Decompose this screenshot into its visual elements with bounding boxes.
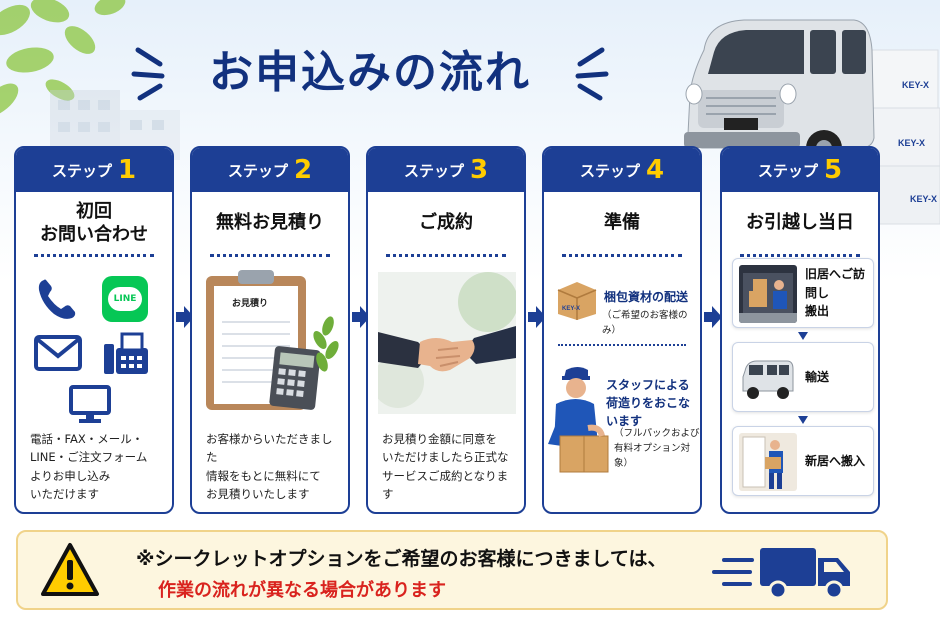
step-number: 1 [117, 155, 137, 185]
step-title: 無料お見積り [216, 212, 324, 234]
step-label: ステップ [757, 161, 818, 180]
cardboard-box-icon: KEY-X [557, 282, 597, 320]
dotted-divider [34, 254, 154, 257]
svg-text:KEY-X: KEY-X [898, 138, 925, 148]
step-card-2: ステップ 2 無料お見積り お見積り お客様からいただきました 情報をもとに無料… [190, 146, 350, 514]
dotted-divider [386, 254, 506, 257]
phone-icon [38, 279, 76, 319]
step-label: ステップ [51, 161, 112, 180]
burst-lines-icon [575, 47, 609, 101]
svg-text:KEY-X: KEY-X [910, 194, 937, 204]
step-header: ステップ 1 [16, 148, 172, 192]
warning-icon [41, 543, 99, 596]
svg-text:KEY-X: KEY-X [562, 306, 580, 312]
step-description: お見積り金額に同意を いただけましたら正式な サービスご成約となります [382, 432, 509, 502]
substep-card-transport: 輸送 [732, 342, 874, 412]
loading-truck-image [739, 265, 797, 323]
step-label: ステップ [579, 161, 640, 180]
step-title: お引越し当日 [746, 212, 854, 234]
burst-lines-icon [131, 47, 165, 101]
van-image [739, 349, 797, 407]
step-card-4: ステップ 4 準備 KEY-X 梱包資材の配送 （ご希望のお客様のみ） スタッフ… [542, 146, 702, 514]
staff-packing-note: （フルパックおよび 有料オプション対象） [614, 428, 700, 470]
clipboard-calculator-image: お見積り [206, 270, 339, 410]
step-card-1: ステップ 1 初回 お問い合わせ LINE 電話・FAX・メール・ LINE・ご… [14, 146, 174, 514]
step-number: 5 [823, 155, 843, 185]
step-header: ステップ 3 [368, 148, 524, 192]
staff-packing-label: スタッフによる 荷造りをおこないます [606, 378, 691, 428]
substep-label: 新居へ搬入 [805, 453, 866, 468]
dotted-divider [210, 254, 330, 257]
step-header: ステップ 5 [722, 148, 878, 192]
arrow-down-icon [798, 416, 808, 424]
svg-text:お見積り: お見積り [232, 297, 268, 309]
step-card-5: ステップ 5 お引越し当日 旧居へご訪問し 搬出 輸送 [720, 146, 880, 514]
mail-icon [34, 335, 82, 371]
delivery-van-image: KEY-X KEY-X KEY-X [684, 19, 940, 225]
title-area: お申込みの流れ [130, 28, 610, 108]
carrying-box-image [739, 433, 797, 491]
leaves-decoration [0, 0, 126, 117]
arrow-right-icon [528, 306, 546, 328]
page-title: お申込みの流れ [209, 47, 531, 98]
step-title: 初回 お問い合わせ [40, 200, 148, 245]
step-header: ステップ 4 [544, 148, 700, 192]
step-title: 準備 [604, 212, 640, 234]
substep-label: 輸送 [805, 369, 830, 384]
dotted-divider [562, 254, 682, 257]
dotted-divider [740, 254, 860, 257]
arrow-down-icon [798, 332, 808, 340]
dotted-divider [558, 344, 686, 346]
arrow-right-icon [176, 306, 194, 328]
arrow-right-icon [704, 306, 722, 328]
step-description: 電話・FAX・メール・ LINE・ご注文フォーム よりお申し込み いただけます [30, 432, 148, 502]
fast-truck-icon [712, 548, 850, 600]
substep-card-delivery: 新居へ搬入 [732, 426, 874, 496]
line-icon: LINE [102, 276, 148, 322]
step-number: 4 [645, 155, 665, 185]
arrow-right-icon [352, 306, 370, 328]
notice-line-2: 作業の流れが異なる場合があります [158, 580, 446, 601]
monitor-icon [69, 385, 111, 423]
handshake-image [378, 272, 516, 414]
step-label: ステップ [403, 161, 464, 180]
staff-packing-image [548, 367, 609, 473]
packing-delivery-label: 梱包資材の配送 [604, 290, 689, 304]
step-header: ステップ 2 [192, 148, 348, 192]
fax-icon [104, 332, 148, 374]
svg-text:KEY-X: KEY-X [902, 80, 929, 90]
step-number: 3 [469, 155, 489, 185]
step-label: ステップ [227, 161, 288, 180]
step-title: ご成約 [419, 212, 473, 234]
notice-line-1: ※シークレットオプションをご希望のお客様につきましては、 [136, 548, 667, 570]
step-number: 2 [293, 155, 313, 185]
substep-label: 旧居へご訪問し 搬出 [805, 267, 866, 319]
step-card-3: ステップ 3 ご成約 お見積り金額に同意を いただけましたら正式な サービスご成… [366, 146, 526, 514]
notice-box: ※シークレットオプションをご希望のお客様につきましては、 作業の流れが異なる場合… [16, 530, 888, 610]
packing-delivery-note: （ご希望のお客様のみ） [602, 310, 688, 337]
substep-card-pickup: 旧居へご訪問し 搬出 [732, 258, 874, 328]
step-description: お客様からいただきました 情報をもとに無料にて お見積りいたします [206, 432, 333, 502]
